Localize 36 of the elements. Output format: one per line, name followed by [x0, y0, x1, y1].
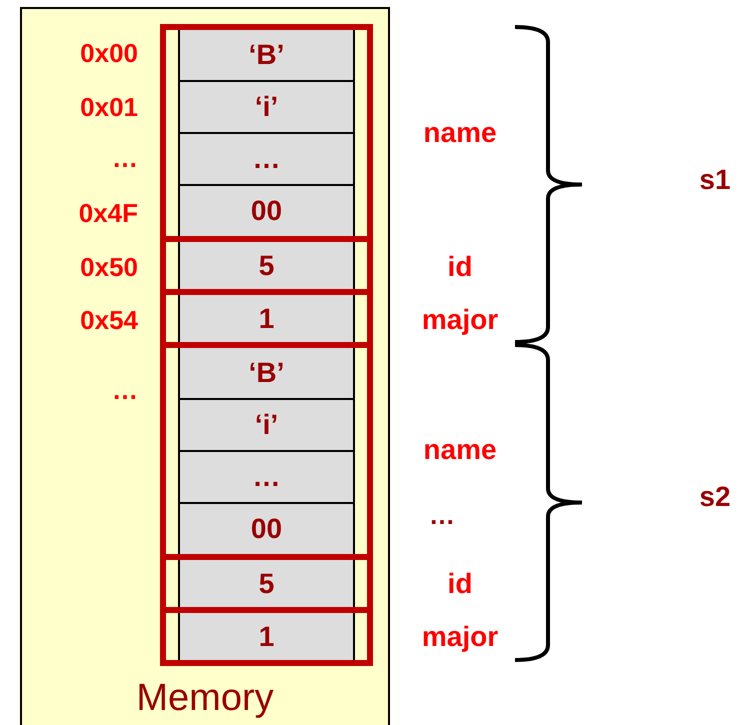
- address-label: …: [112, 145, 138, 171]
- memory-cell: 1: [178, 613, 355, 660]
- address-label: 0x00: [80, 40, 138, 66]
- address-label: 0x54: [80, 307, 138, 333]
- field-name: major: [422, 306, 498, 334]
- memory-cell: 1: [178, 295, 355, 342]
- field-frame: [160, 607, 373, 666]
- field-frame: [160, 289, 373, 342]
- field-frame: [160, 24, 373, 236]
- struct-name: s2: [699, 483, 731, 511]
- memory-cell: 00: [178, 504, 355, 554]
- memory-cell: …: [178, 452, 355, 504]
- memory-cell: ‘B’: [178, 30, 355, 82]
- memory-cell: …: [178, 134, 355, 186]
- field-frame: [160, 236, 373, 289]
- address-label: 0x01: [80, 94, 138, 120]
- memory-cell: ‘i’: [178, 400, 355, 452]
- address-label: 0x50: [80, 254, 138, 280]
- memory-cell: 00: [178, 186, 355, 236]
- address-label: 0x4F: [78, 200, 138, 226]
- field-name: major: [422, 623, 498, 651]
- address-label: …: [112, 377, 138, 403]
- memory-label: Memory: [136, 679, 274, 717]
- struct-name: s1: [699, 166, 731, 194]
- memory-cell: ‘i’: [178, 82, 355, 134]
- field-frame: [160, 554, 373, 607]
- ellipsis: …: [429, 502, 455, 528]
- memory-cell: ‘B’: [178, 348, 355, 400]
- field-name: name: [423, 119, 497, 147]
- memory-panel: [20, 7, 390, 725]
- memory-cell: 5: [178, 560, 355, 607]
- field-frame: [160, 342, 373, 554]
- field-name: id: [448, 253, 472, 281]
- field-name: id: [448, 570, 472, 598]
- field-name: name: [423, 436, 497, 464]
- memory-cell: 5: [178, 242, 355, 289]
